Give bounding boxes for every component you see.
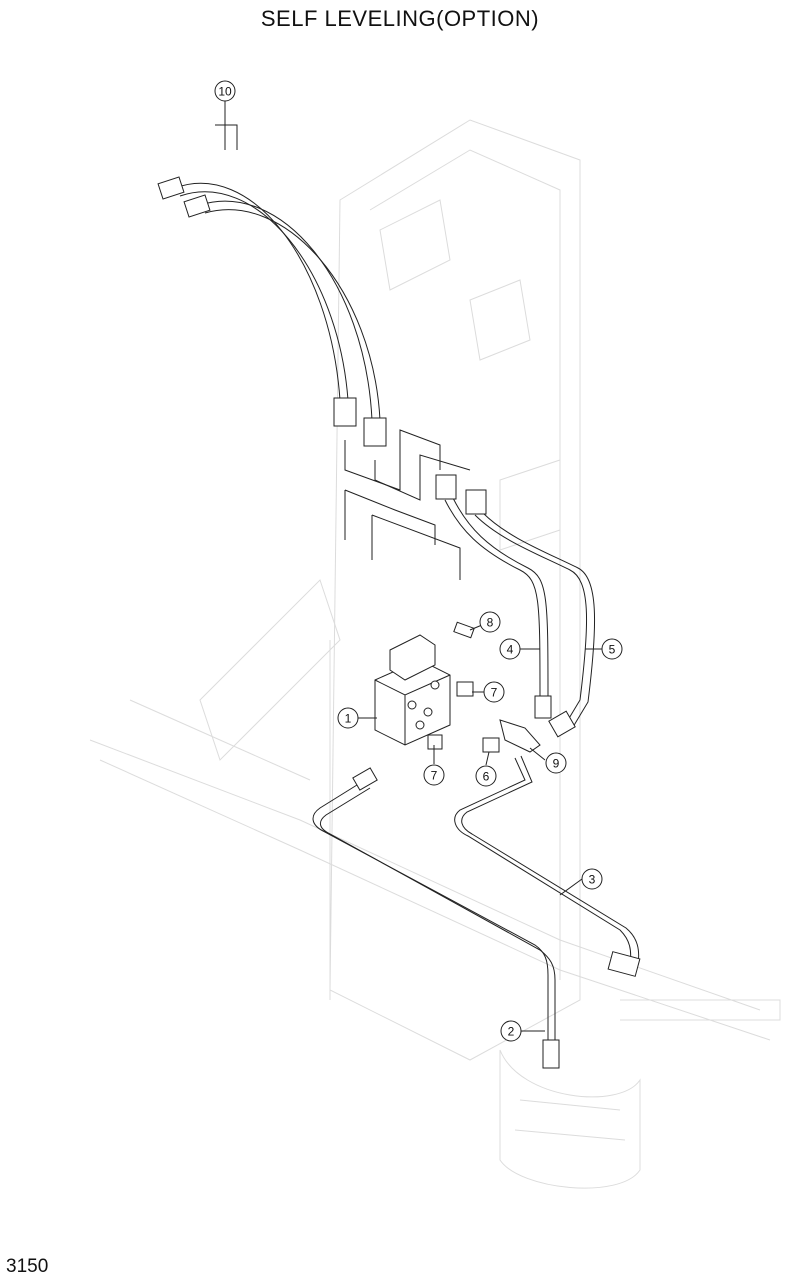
callout-circle-4: 4 <box>499 638 521 660</box>
svg-text:7: 7 <box>431 769 438 783</box>
callout-circle-8: 8 <box>479 611 501 633</box>
fittings <box>427 621 541 753</box>
svg-text:5: 5 <box>609 643 616 657</box>
svg-text:2: 2 <box>508 1025 515 1039</box>
callout-circle-1: 1 <box>337 707 359 729</box>
callout-circle-6: 6 <box>475 765 497 787</box>
hose-assembly-10 <box>157 176 387 447</box>
tube-5 <box>465 489 596 738</box>
page-number: 3150 <box>6 1256 49 1277</box>
callout-circle-10: 10 <box>214 80 236 102</box>
svg-text:7: 7 <box>491 686 498 700</box>
tube-4 <box>435 474 552 719</box>
tube-3 <box>454 755 641 977</box>
callout-circle-7-lower: 7 <box>423 764 445 786</box>
svg-text:3: 3 <box>589 873 596 887</box>
callout-circle-9: 9 <box>545 752 567 774</box>
svg-text:6: 6 <box>483 770 490 784</box>
valve-block-1 <box>374 634 451 746</box>
callout-leaders <box>215 100 602 1032</box>
callout-circle-7-upper: 7 <box>483 681 505 703</box>
connection-lines <box>344 429 471 580</box>
svg-text:9: 9 <box>553 757 560 771</box>
background-structure <box>89 119 781 1189</box>
callout-circle-2: 2 <box>500 1020 522 1042</box>
svg-text:4: 4 <box>507 643 514 657</box>
callout-circle-5: 5 <box>601 638 623 660</box>
svg-text:8: 8 <box>487 616 494 630</box>
tube-2 <box>312 767 560 1069</box>
svg-text:1: 1 <box>345 712 352 726</box>
svg-text:10: 10 <box>218 85 232 99</box>
page-title: SELF LEVELING(OPTION) <box>260 6 540 31</box>
callout-circle-3: 3 <box>581 868 603 890</box>
